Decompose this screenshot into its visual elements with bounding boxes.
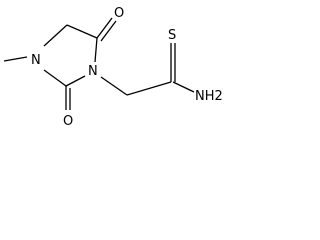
atom-nh2: NH2 bbox=[195, 89, 223, 104]
atom-n-ring-left: N bbox=[31, 53, 41, 68]
atom-o-top: O bbox=[114, 6, 124, 21]
atom-o-bottom: O bbox=[63, 114, 73, 129]
bond-c5-o-top-b bbox=[100, 20, 117, 42]
bond-methyl-n1 bbox=[3, 56, 28, 62]
bond-c2-n3 bbox=[65, 75, 86, 87]
chemical-structure: O N N O S NH2 bbox=[3, 6, 223, 129]
bond-c5-n3 bbox=[94, 37, 98, 63]
bond-n3-ch2 bbox=[100, 76, 128, 96]
atom-n-ring-right: N bbox=[88, 64, 98, 79]
bond-ch2-cs bbox=[126, 81, 172, 96]
atom-s: S bbox=[168, 28, 176, 43]
bond-n1-c2 bbox=[43, 69, 67, 87]
bond-n1-ch2 bbox=[43, 24, 68, 47]
bonds bbox=[3, 17, 195, 110]
bond-c-nh2 bbox=[172, 81, 195, 93]
atom-labels: O N N O S NH2 bbox=[31, 6, 223, 129]
bond-ch2-c5 bbox=[66, 24, 98, 39]
bond-c5-o-top-a bbox=[96, 17, 113, 39]
